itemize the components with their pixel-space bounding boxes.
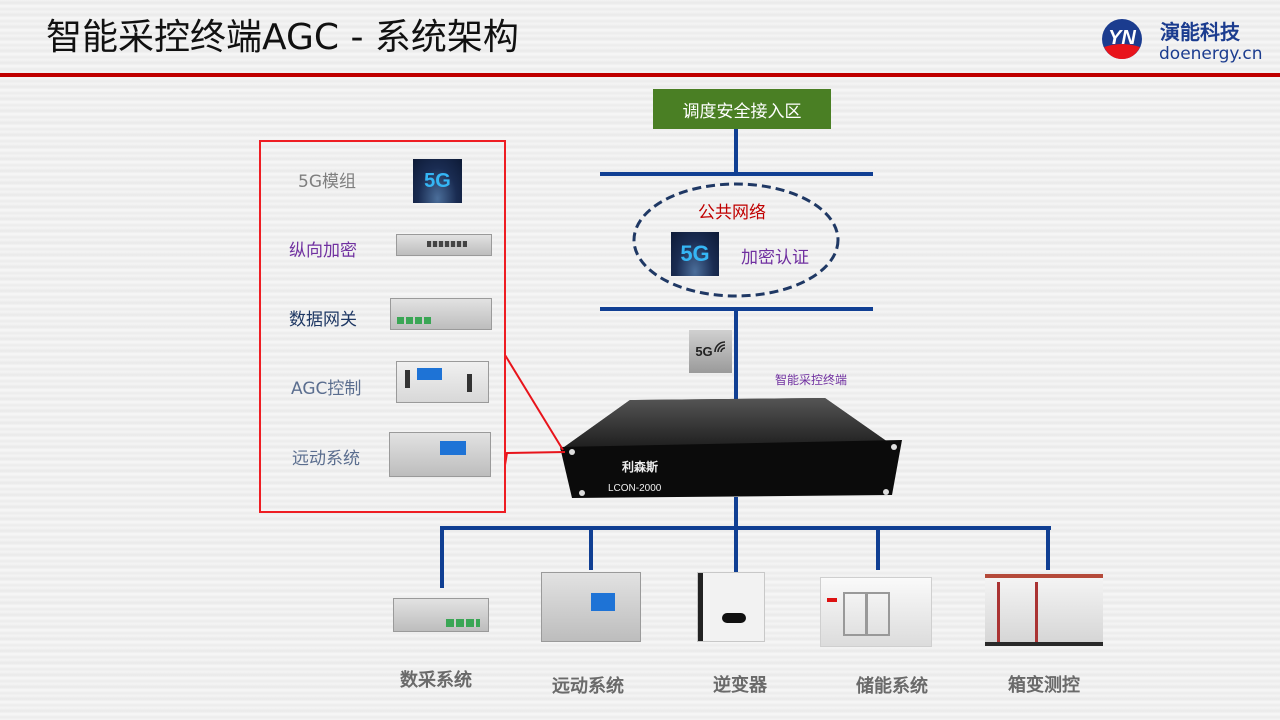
module-label-agc: AGC控制 bbox=[291, 379, 362, 399]
terminal-modules-panel bbox=[259, 140, 506, 513]
module-label-telecontrol: 远动系统 bbox=[292, 449, 360, 469]
company-name: 演能科技 bbox=[1160, 20, 1240, 44]
field-label-box-transformer: 箱变测控 bbox=[1008, 675, 1080, 696]
terminal-model-text: LCON-2000 bbox=[608, 483, 662, 494]
company-website: doenergy.cn bbox=[1159, 44, 1263, 64]
dispatch-zone-label: 调度安全接入区 bbox=[682, 101, 802, 122]
title-divider bbox=[0, 73, 1280, 77]
field-bus-line bbox=[440, 526, 1051, 530]
module-label-gateway: 数据网关 bbox=[289, 310, 357, 330]
data-acquisition-image bbox=[393, 598, 489, 632]
module-label-5g: 5G模组 bbox=[298, 172, 356, 192]
terminal-label: 智能采控终端 bbox=[775, 373, 848, 387]
5g-module-image: 5G bbox=[413, 159, 462, 203]
fiveg-network-icon-text: 5G bbox=[680, 241, 710, 266]
upper-bus-line bbox=[600, 172, 873, 176]
field-label-data-acquisition: 数采系统 bbox=[400, 670, 472, 691]
telecontrol-image bbox=[541, 572, 641, 642]
drop-wire-telecontrol bbox=[589, 526, 593, 570]
drop-wire-energy-storage bbox=[876, 526, 880, 570]
agc-controller-image bbox=[396, 361, 489, 403]
energy-storage-image bbox=[820, 577, 932, 647]
fiveg-signal-icon: 5G bbox=[689, 330, 732, 373]
fiveg-network-icon: 5G bbox=[671, 232, 719, 276]
field-label-telecontrol: 远动系统 bbox=[552, 676, 624, 697]
inverter-image bbox=[697, 572, 765, 642]
public-network-ellipse bbox=[632, 182, 840, 298]
lower-bus-line bbox=[600, 307, 873, 311]
dispatch-link-wire bbox=[734, 129, 738, 173]
box-transformer-image bbox=[985, 574, 1103, 646]
5g-module-image-text: 5G bbox=[424, 169, 451, 192]
company-logo-icon: YN bbox=[1102, 19, 1142, 59]
drop-wire-inverter bbox=[734, 526, 738, 572]
drop-wire-data-acquisition bbox=[440, 526, 444, 588]
terminal-uplink-wire bbox=[734, 311, 738, 403]
encryption-auth-label: 加密认证 bbox=[741, 248, 809, 268]
dispatch-zone-box: 调度安全接入区 bbox=[653, 89, 831, 129]
logo-mark-text: YN bbox=[1108, 27, 1136, 49]
fiveg-signal-icon-text: 5G bbox=[695, 344, 713, 359]
encryption-device-image bbox=[396, 234, 492, 256]
data-gateway-image bbox=[390, 298, 492, 330]
terminal-brand-text: 利森斯 bbox=[622, 459, 658, 474]
module-label-encryption: 纵向加密 bbox=[289, 241, 357, 261]
panel-connector-lines bbox=[505, 355, 566, 466]
telecontrol-device-image bbox=[389, 432, 491, 477]
terminal-device-image: 利森斯 LCON-2000 bbox=[560, 398, 902, 498]
field-label-energy-storage: 储能系统 bbox=[856, 676, 928, 697]
field-label-inverter: 逆变器 bbox=[713, 675, 767, 696]
public-network-label: 公共网络 bbox=[698, 203, 766, 223]
page-title: 智能采控终端AGC - 系统架构 bbox=[46, 17, 519, 58]
drop-wire-box-transformer bbox=[1046, 526, 1050, 570]
terminal-downlink-wire bbox=[734, 497, 738, 527]
